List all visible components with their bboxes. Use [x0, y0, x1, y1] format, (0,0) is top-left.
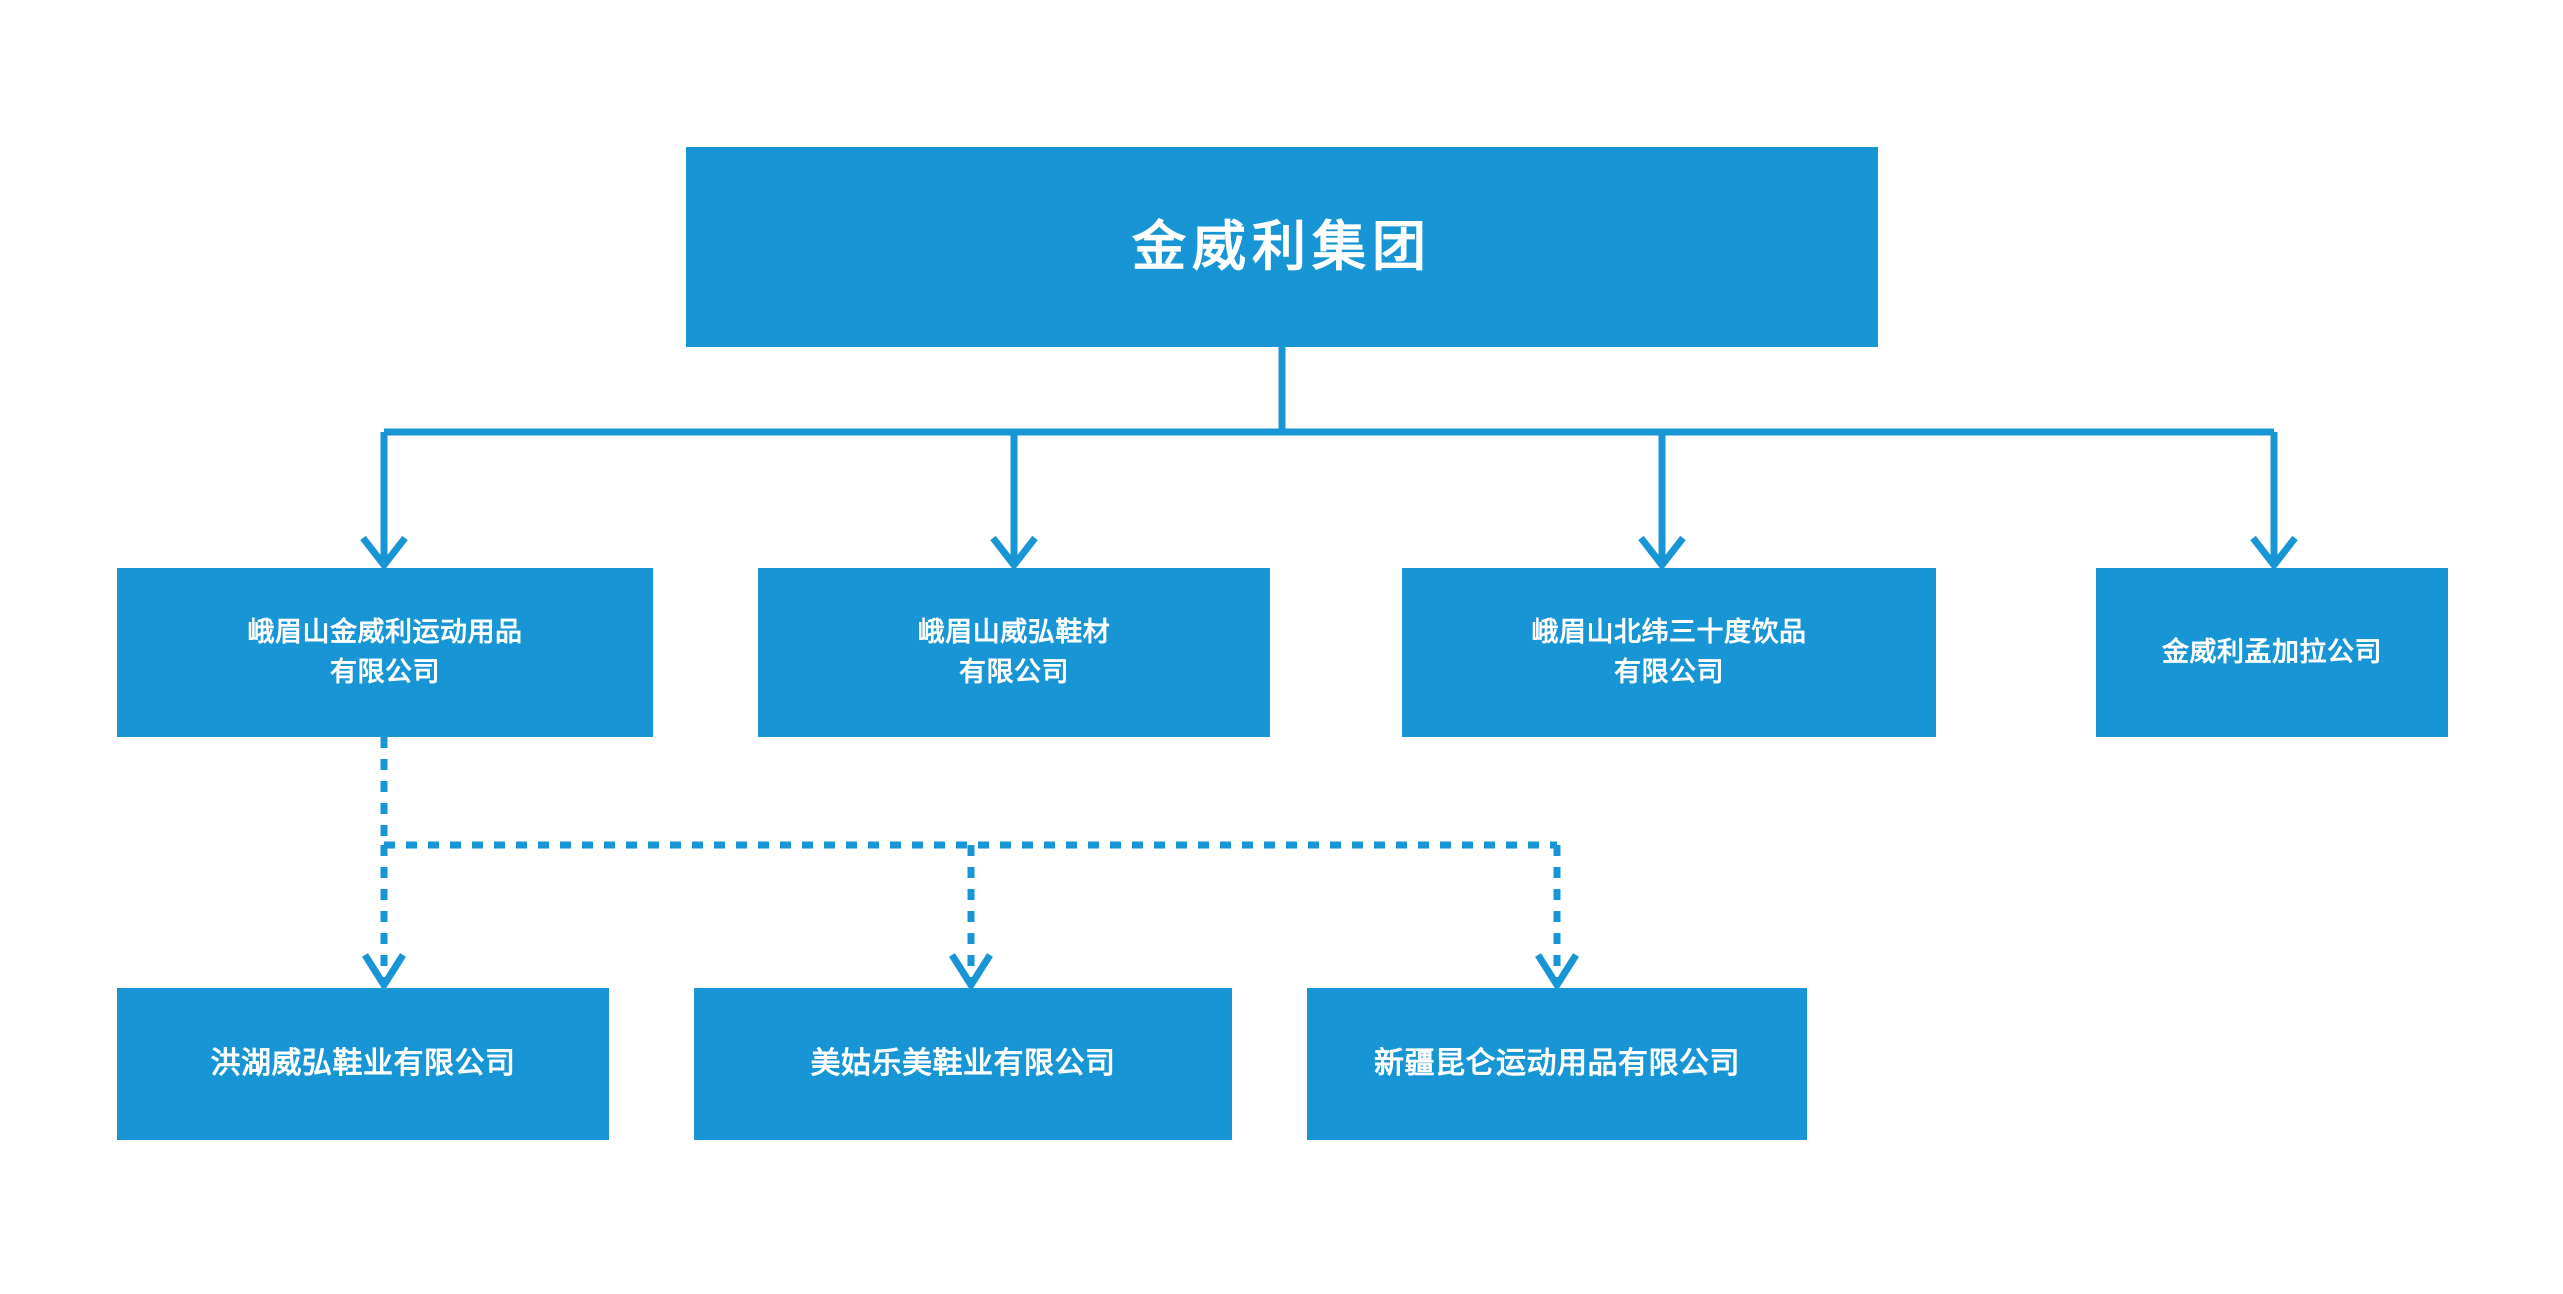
arrowhead-l2-1	[360, 535, 408, 571]
node-label: 新疆昆仑运动用品有限公司	[1374, 1047, 1740, 1081]
node-emeishan-beiwei30-beverage[interactable]: 峨眉山北纬三十度饮品 有限公司	[1402, 568, 1936, 737]
node-label: 峨眉山金威利运动用品 有限公司	[247, 617, 523, 687]
node-label: 美姑乐美鞋业有限公司	[810, 1047, 1116, 1081]
node-label: 洪湖威弘鞋业有限公司	[210, 1047, 516, 1081]
node-root-label: 金威利集团	[1132, 216, 1432, 277]
arrowhead-l2-3	[1638, 535, 1686, 571]
arrowhead-l3-1	[362, 953, 406, 992]
node-emeishan-jinweili-sports[interactable]: 峨眉山金威利运动用品 有限公司	[117, 568, 653, 737]
node-honghu-weihong-footwear[interactable]: 洪湖威弘鞋业有限公司	[117, 988, 609, 1140]
node-label: 峨眉山威弘鞋材 有限公司	[917, 617, 1111, 687]
node-meigu-lemei-footwear[interactable]: 美姑乐美鞋业有限公司	[694, 988, 1232, 1140]
arrowhead-l2-2	[990, 535, 1038, 571]
node-emeishan-weihong-shoe-material[interactable]: 峨眉山威弘鞋材 有限公司	[758, 568, 1270, 737]
arrowhead-l3-2	[949, 953, 993, 992]
solid-connectors	[380, 347, 2278, 565]
node-xinjiang-kunlun-sports[interactable]: 新疆昆仑运动用品有限公司	[1307, 988, 1807, 1140]
node-label: 金威利孟加拉公司	[2162, 636, 2382, 667]
solid-arrowheads	[360, 535, 2298, 571]
node-jinweili-bangladesh[interactable]: 金威利孟加拉公司	[2096, 568, 2448, 737]
dashed-connectors	[380, 737, 1561, 985]
arrowhead-l2-4	[2250, 535, 2298, 571]
node-root[interactable]: 金威利集团	[686, 147, 1878, 347]
node-label: 峨眉山北纬三十度饮品 有限公司	[1531, 617, 1807, 687]
arrowhead-l3-3	[1535, 953, 1579, 992]
dashed-arrowheads	[362, 953, 1579, 992]
